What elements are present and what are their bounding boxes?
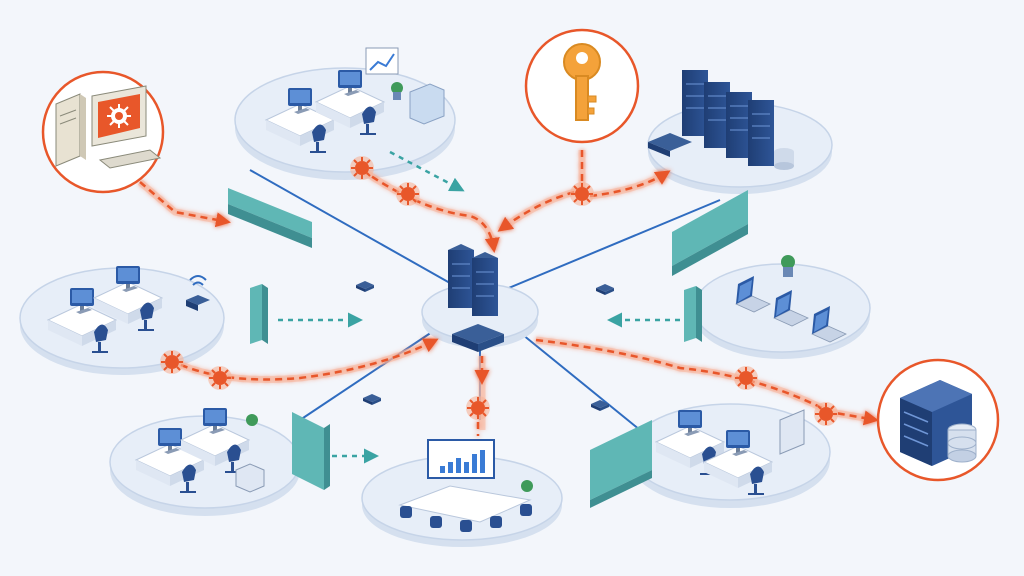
chair-icon [400, 504, 532, 532]
firewall-wall-icon [292, 412, 330, 490]
firewall-wall-icon [684, 286, 702, 342]
virus-icon [349, 155, 375, 181]
key-icon [563, 43, 601, 121]
zone-laptops-right [693, 255, 871, 359]
network-switch-icon [596, 284, 614, 295]
firewalls [228, 188, 748, 508]
wifi-router-icon [186, 275, 210, 311]
attack-paths [137, 150, 879, 436]
zone-office-bottom-right [629, 403, 831, 508]
zone-office-left [19, 265, 225, 375]
virus-icon [569, 181, 595, 207]
attack-path-arrow [139, 181, 231, 228]
server-rack-icon [448, 244, 498, 316]
firewall-wall-icon [590, 420, 652, 508]
callout-infected-pc [41, 70, 165, 194]
attack-path-arrow [361, 168, 500, 253]
network-switch-icon [356, 281, 374, 292]
firewall-wall-icon [672, 190, 748, 276]
callout-exfil-server [876, 358, 1000, 482]
database-server-icon [900, 380, 977, 466]
attack-path-arrow [589, 170, 671, 198]
zone-data-center [647, 70, 833, 194]
cabinet-icon [409, 83, 445, 125]
virus-icon [395, 181, 421, 207]
plant-icon [391, 82, 403, 94]
firewall-wall-icon [228, 188, 312, 248]
zone-office-bottom-left [109, 407, 301, 516]
blocked-flow-arrow [389, 150, 465, 192]
plant-icon [521, 480, 533, 492]
core-server [421, 244, 539, 352]
printer-icon [235, 463, 265, 493]
server-rack-icon [682, 70, 774, 166]
meeting-table-icon [398, 485, 532, 523]
cabinet-icon [779, 409, 805, 455]
switch-icon [452, 324, 504, 352]
virus-icon [733, 365, 759, 391]
virus-icon [813, 401, 839, 427]
zone-meeting-room [361, 439, 563, 547]
infected-computer-icon [55, 85, 162, 169]
blocked-flows [278, 150, 680, 464]
link-top-right [479, 199, 721, 301]
plant-icon [781, 255, 795, 269]
link-top-left [249, 169, 481, 301]
virus-icon [465, 395, 491, 421]
zone-office-top-left [234, 47, 456, 180]
plant-icon [246, 414, 258, 426]
firewall-wall-icon [250, 284, 268, 344]
network-switch-icon [363, 394, 381, 405]
whiteboard-chart-icon [365, 47, 399, 75]
attack-path-arrow [535, 338, 879, 426]
attack-path-arrow [169, 338, 439, 381]
virus-icon [159, 349, 185, 375]
virus-icon [207, 365, 233, 391]
callout-key [524, 28, 640, 144]
